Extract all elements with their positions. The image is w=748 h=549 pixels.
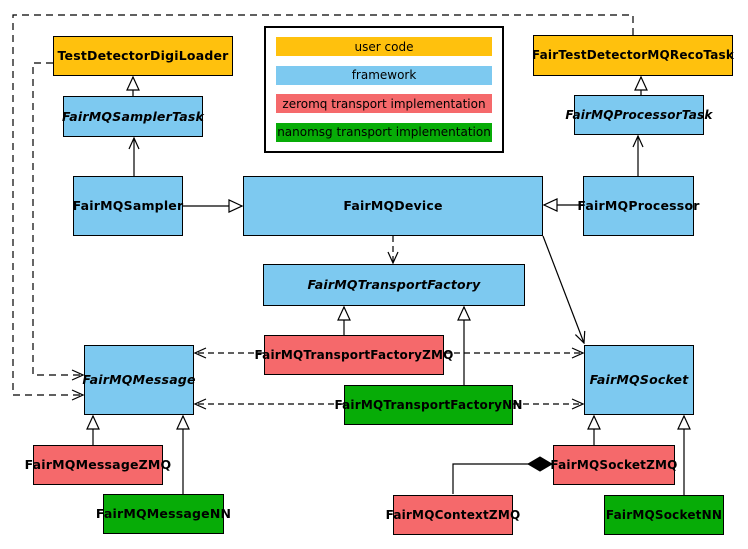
- legend-item-zeromq: zeromq transport implementation: [276, 94, 492, 114]
- legend-label-framework: framework: [351, 68, 417, 83]
- legend-label-user-code: user code: [354, 39, 414, 54]
- node-fairmqtransportfactorynn: FairMQTransportFactoryNN: [334, 385, 522, 425]
- legend-item-framework: framework: [276, 65, 492, 85]
- composition-diamond-icon: [527, 456, 553, 472]
- node-fairmqmessage: FairMQMessage: [82, 345, 195, 415]
- legend-label-zeromq: zeromq transport implementation: [282, 96, 486, 111]
- edge-device-socket-association: [542, 235, 584, 343]
- legend: user code framework zeromq transport imp…: [264, 26, 504, 153]
- node-fairmqsampler: FairMQSampler: [73, 176, 183, 236]
- node-fairmqsocketnn: FairMQSocketNN: [604, 495, 724, 535]
- node-fairmqcontextzmq: FairMQContextZMQ: [386, 495, 520, 535]
- legend-item-user-code: user code: [276, 37, 492, 56]
- edge-recotask-message-dependency: [12, 14, 634, 395]
- node-fairmqsocket: FairMQSocket: [584, 345, 694, 415]
- legend-label-nanomsg: nanomsg transport implementation: [277, 125, 491, 140]
- node-fairtestdetectormqrecotask: FairTestDetectorMQRecoTask: [532, 35, 734, 76]
- node-fairmqprocessor: FairMQProcessor: [577, 176, 699, 236]
- node-fairmqtransportfactoryzmq: FairMQTransportFactoryZMQ: [254, 335, 453, 375]
- edge-socketzmq-contextzmq-composition: [452, 456, 553, 494]
- node-fairmqprocessortask: FairMQProcessorTask: [565, 95, 712, 135]
- node-fairmqsamplertask: FairMQSamplerTask: [62, 96, 204, 137]
- node-fairmqmessagezmq: FairMQMessageZMQ: [25, 445, 171, 485]
- node-fairmqsocketzmq: FairMQSocketZMQ: [550, 445, 677, 485]
- legend-item-nanomsg: nanomsg transport implementation: [276, 122, 492, 142]
- node-fairmqtransportfactory: FairMQTransportFactory: [263, 264, 525, 306]
- node-fairmqdevice: FairMQDevice: [243, 176, 543, 236]
- node-testdetectordigiloader: TestDetectorDigiLoader: [53, 36, 233, 76]
- node-fairmqmessagenn: FairMQMessageNN: [96, 494, 231, 534]
